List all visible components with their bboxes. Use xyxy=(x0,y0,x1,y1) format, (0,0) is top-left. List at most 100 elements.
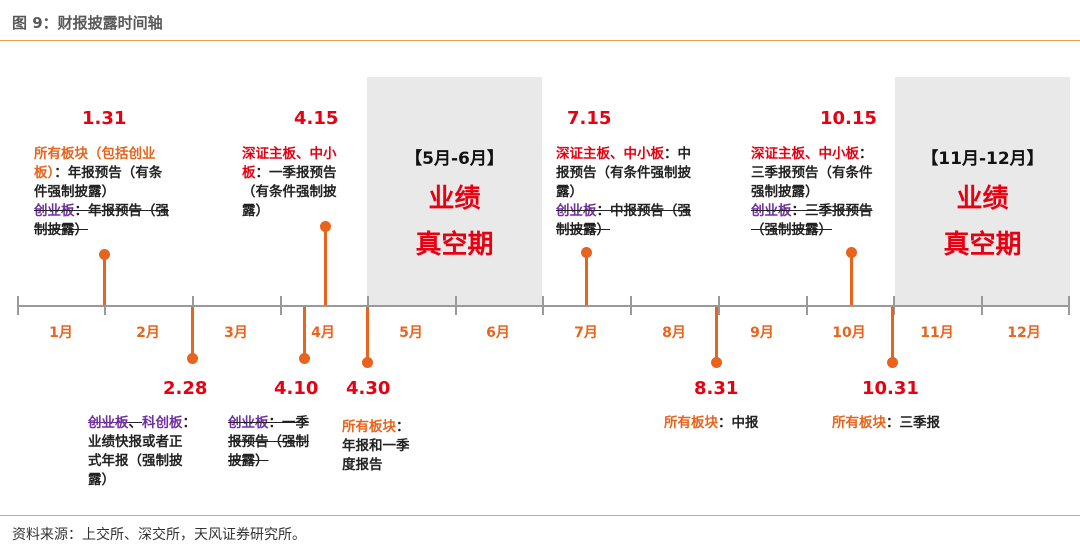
note-line-struck: 创业板：年报预告（强 xyxy=(34,202,169,221)
event-stem-2-28 xyxy=(190,307,194,358)
note-text: 业绩快报或者正 xyxy=(88,434,183,450)
month-label: 11月 xyxy=(920,325,954,341)
period-title-nov-dec-line2: 真空期 xyxy=(943,230,1022,260)
note-line: 所有板块：中报 xyxy=(664,414,759,433)
month-label: 8月 xyxy=(662,325,686,341)
note-line-struck: 创业板：一季 xyxy=(228,414,309,433)
note-line: 所有板块： xyxy=(342,418,410,437)
axis-tick xyxy=(630,296,632,315)
note-board: 创业板 xyxy=(34,203,75,219)
note-board: 所有板块 xyxy=(832,415,886,431)
note-board: 创业板 xyxy=(88,415,129,431)
event-dot-1-31 xyxy=(98,248,110,260)
event-dot-2-28 xyxy=(186,352,198,364)
note-line: 所有板块：三季报 xyxy=(832,414,940,433)
period-title-may-jun-line1: 业绩 xyxy=(428,184,481,214)
note-line: 度报告 xyxy=(342,456,410,475)
month-label: 7月 xyxy=(574,325,598,341)
note-text: ： xyxy=(396,419,410,435)
event-note-7-15: 深证主板、中小板：中 报预告（有条件强制披 露） 创业板：中报预告（强 制披露） xyxy=(556,145,691,240)
event-dot-7-15 xyxy=(580,246,592,258)
note-text: ：中报预告（强 xyxy=(596,203,692,219)
axis-tick xyxy=(17,296,19,315)
source-note: 资料来源：上交所、深交所，天风证券研究所。 xyxy=(12,527,306,543)
axis-tick xyxy=(367,296,369,315)
event-date-1-31: 1.31 xyxy=(82,108,127,129)
event-dot-10-31 xyxy=(886,356,898,368)
event-date-4-15: 4.15 xyxy=(294,108,339,129)
note-text: 报预告（有条件强制披 xyxy=(556,165,691,181)
event-note-2-28: 创业板、科创板： 业绩快报或者正 式年报（强制披 露） xyxy=(88,414,196,490)
note-text: ：年报预告（有条 xyxy=(54,165,163,181)
note-text: 制披露） xyxy=(34,222,88,238)
period-label-nov-dec: 【11月-12月】 xyxy=(921,149,1044,169)
note-text: （强制披露） xyxy=(751,222,832,238)
event-date-10-15: 10.15 xyxy=(820,108,877,129)
note-board: 深证主板、中小 xyxy=(242,146,337,162)
month-label: 5月 xyxy=(399,325,423,341)
note-line: 件强制披露） xyxy=(34,183,169,202)
note-text: ：一季 xyxy=(268,415,310,431)
note-board: 所有板块（包括创业 xyxy=(34,146,156,162)
note-text: ：中 xyxy=(664,146,691,162)
note-board: 创业板 xyxy=(228,415,269,431)
note-line: 板：一季报预告 xyxy=(242,164,337,183)
note-text: ：一季报预告 xyxy=(255,165,337,181)
note-line-struck: 创业板：中报预告（强 xyxy=(556,202,691,221)
figure-title: 图 9：财报披露时间轴 xyxy=(12,14,163,32)
note-line: 报预告（有条件强制披 xyxy=(556,164,691,183)
event-date-4-30: 4.30 xyxy=(346,378,391,399)
note-board: 所有板块 xyxy=(342,419,396,435)
note-text: 露） xyxy=(88,472,115,488)
note-line: 露） xyxy=(88,471,196,490)
note-board: 创业板 xyxy=(751,203,792,219)
month-label: 2月 xyxy=(136,325,160,341)
timeline-axis xyxy=(18,305,1070,307)
note-line: 深证主板、中小板：中 xyxy=(556,145,691,164)
note-line: 式年报（强制披 xyxy=(88,452,196,471)
axis-tick xyxy=(981,296,983,315)
note-text: ： xyxy=(859,146,873,162)
note-text: 度报告 xyxy=(342,457,383,473)
note-line: 三季报预告（有条件 xyxy=(751,164,873,183)
event-note-1-31: 所有板块（包括创业 板）：年报预告（有条 件强制披露） 创业板：年报预告（强 制… xyxy=(34,145,169,240)
note-line-struck: 报预告（强制 xyxy=(228,433,309,452)
month-label: 6月 xyxy=(486,325,510,341)
event-note-10-15: 深证主板、中小板： 三季报预告（有条件 强制披露） 创业板：三季报预告 （强制披… xyxy=(751,145,873,240)
period-title-nov-dec-line1: 业绩 xyxy=(956,184,1009,214)
event-stem-7-15 xyxy=(584,252,588,305)
note-text: ： xyxy=(182,415,197,431)
period-label-may-jun: 【5月-6月】 xyxy=(405,149,504,169)
note-board: 板） xyxy=(34,165,55,181)
event-note-4-30: 所有板块： 年报和一季 度报告 xyxy=(342,418,410,475)
axis-tick xyxy=(104,296,106,315)
month-label: 12月 xyxy=(1007,325,1041,341)
note-text: 件强制披露） xyxy=(34,184,115,200)
note-line: 深证主板、中小 xyxy=(242,145,337,164)
note-board: 深证主板、中小板 xyxy=(751,146,859,162)
axis-tick xyxy=(542,296,544,315)
axis-tick xyxy=(718,296,720,315)
note-line: 所有板块（包括创业 xyxy=(34,145,169,164)
month-label: 4月 xyxy=(311,325,335,341)
note-text: 露） xyxy=(556,184,583,200)
note-text: ：年报预告（强 xyxy=(74,203,170,219)
note-text: （有条件强制披 xyxy=(242,184,337,200)
note-text: 报预告（强制 xyxy=(228,434,309,450)
event-dot-10-15 xyxy=(845,246,857,258)
note-line-struck: 披露） xyxy=(228,452,309,471)
note-line: 业绩快报或者正 xyxy=(88,433,196,452)
note-text: ：三季报预告 xyxy=(791,203,873,219)
note-line-struck: 制披露） xyxy=(556,221,691,240)
event-stem-4-15 xyxy=(323,226,327,305)
event-date-7-15: 7.15 xyxy=(567,108,612,129)
note-text: ：中报 xyxy=(718,415,759,431)
note-text: 强制披露） xyxy=(751,184,819,200)
event-dot-8-31 xyxy=(710,356,722,368)
note-line-struck: （强制披露） xyxy=(751,221,873,240)
note-line-struck: 创业板：三季报预告 xyxy=(751,202,873,221)
event-date-4-10: 4.10 xyxy=(274,378,319,399)
event-stem-4-30 xyxy=(365,307,369,362)
note-line: 露） xyxy=(556,183,691,202)
note-line: 强制披露） xyxy=(751,183,873,202)
